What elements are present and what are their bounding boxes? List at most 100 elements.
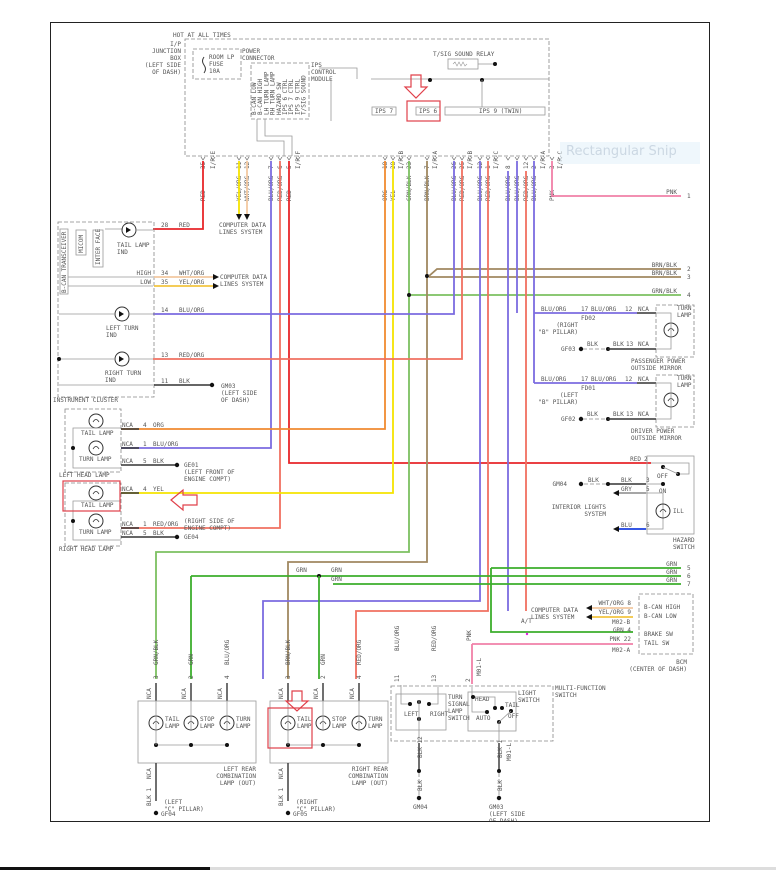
turn-right-line bbox=[429, 685, 439, 705]
interior-arrow-icon bbox=[613, 526, 619, 532]
nca-label: NCA bbox=[122, 486, 133, 493]
nca-label: NCA bbox=[122, 530, 133, 537]
pin-label: 4 bbox=[143, 422, 147, 429]
right-rear-lamp-pin-wire-label: GRN bbox=[320, 654, 327, 665]
connector-pin-icon bbox=[451, 156, 457, 161]
bcm-data-arrow-icon bbox=[586, 614, 592, 620]
mfs-top-pin: 11 bbox=[394, 674, 401, 682]
taskbar-strip bbox=[0, 867, 776, 870]
contact bbox=[493, 706, 497, 710]
left-rear-lamp-lamp-label: STOP bbox=[200, 716, 215, 723]
data-line-arrow-icon bbox=[236, 214, 242, 220]
junction-box-label: BOX bbox=[170, 55, 181, 62]
left-head-lamp-label: LEFT HEAD LAMP bbox=[59, 472, 110, 479]
right-rear-lamp-ground-icon bbox=[285, 810, 291, 816]
module-pin-label: IPS 6 CTRL bbox=[282, 78, 289, 115]
passenger-mirror-wire-mid-label: BLU/ORG bbox=[591, 306, 617, 313]
cluster-pin: 13 bbox=[161, 352, 169, 359]
connector-pin-icon bbox=[549, 156, 555, 161]
left-turn-lamp-label: TURN LAMP bbox=[79, 456, 112, 463]
right-tail-lamp-icon-filament-icon bbox=[92, 491, 100, 495]
bcm-func-label: B-CAN HIGH bbox=[644, 604, 681, 611]
driver-mirror-wire-in-label: BLU/ORG bbox=[541, 376, 567, 383]
edge-ref-wire-label: GRN bbox=[666, 569, 677, 576]
computer-data-lines-label: LINES SYSTEM bbox=[531, 614, 575, 621]
connector-pin-icon bbox=[540, 156, 546, 161]
left-rear-lamp-lamp-label: TAIL bbox=[165, 716, 180, 723]
block-label: B-CAN TRANSCEIVER bbox=[61, 231, 68, 293]
mfs-bottom-pin: BLK 1 bbox=[497, 740, 504, 758]
hazard-ill-label: ILL bbox=[673, 508, 684, 515]
low-label: LOW bbox=[140, 279, 151, 286]
left-turn-lamp-icon-filament-icon bbox=[92, 446, 100, 450]
hazard-switch-outline bbox=[646, 455, 695, 535]
mfs-bottom-wire: BLK bbox=[417, 780, 424, 791]
light-switch-label: SWITCH bbox=[518, 697, 540, 704]
left-rear-lamp-nca: NCA bbox=[146, 688, 153, 699]
passenger-mirror-pin17: 17 bbox=[581, 306, 589, 313]
mfs-bottom-wire: BLK bbox=[497, 780, 504, 791]
connector-pin-icon bbox=[398, 156, 404, 161]
bcm-wire-label: PNK 22 bbox=[609, 636, 631, 643]
off-label: OFF bbox=[508, 713, 519, 720]
instrument-cluster-outline bbox=[57, 221, 155, 398]
power-connector-label: POWER bbox=[242, 48, 260, 55]
gm04-ground-icon bbox=[416, 795, 422, 801]
hazard-switch-label: SWITCH bbox=[673, 544, 695, 551]
driver-mirror-pin13: 13 bbox=[626, 411, 634, 418]
hazard-wire-label: GRY bbox=[621, 486, 632, 493]
connector-pin-icon bbox=[277, 156, 283, 161]
lamp-splice bbox=[71, 519, 75, 523]
edge-ref-wire-label: PNK bbox=[666, 189, 677, 196]
top-pin-number: I/P-A bbox=[540, 151, 547, 169]
light-switch-label: LIGHT bbox=[518, 690, 536, 697]
left-rear-lamp-lamp-label: LAMP bbox=[236, 723, 251, 730]
wire-red-tail-ind bbox=[153, 161, 204, 230]
cluster-wire-label: BLU/ORG bbox=[179, 307, 205, 314]
passenger-mirror-pin12: 12 bbox=[625, 306, 633, 313]
power-connector-label: CONNECTOR bbox=[242, 55, 275, 62]
nca-label: NCA bbox=[122, 441, 133, 448]
driver-mirror-wire-mid-label: BLU/ORG bbox=[591, 376, 617, 383]
ips9-label: IPS 9 (TWIN) bbox=[479, 108, 522, 115]
ips-bus-splice bbox=[428, 78, 432, 82]
connector-pin-icon bbox=[493, 156, 499, 161]
wire-label: BLU/ORG bbox=[153, 441, 179, 448]
right-rear-lamp-pin-number: 3 bbox=[285, 675, 292, 679]
edge-ref-number: 7 bbox=[687, 581, 691, 588]
ips6-label: IPS 6 bbox=[419, 108, 437, 115]
wire-label: RED/ORG bbox=[153, 521, 179, 528]
light-switch-box bbox=[467, 691, 517, 732]
right-rear-lamp-lamp-label: TURN bbox=[368, 716, 383, 723]
driver-mirror-turn-lamp-label: TURN bbox=[677, 375, 692, 382]
right-tail-lamp-icon bbox=[88, 485, 104, 501]
module-internal-line bbox=[264, 119, 293, 156]
right-turn-ind-icon-diode-icon bbox=[119, 356, 124, 362]
gm03-ground-icon bbox=[496, 795, 502, 801]
driver-mirror-ground-icon bbox=[578, 416, 584, 422]
grn-label: GRN bbox=[331, 576, 342, 583]
data-line-arrow-icon bbox=[213, 274, 219, 280]
right-turn-ind-label: IND bbox=[105, 377, 116, 384]
right-turn-lamp-icon bbox=[88, 513, 104, 529]
driver-mirror-outline bbox=[655, 374, 695, 428]
passenger-mirror-blk1: BLK bbox=[587, 341, 598, 348]
connector-pin-icon bbox=[523, 156, 529, 161]
connector-pin-icon bbox=[485, 156, 491, 161]
auto-label: AUTO bbox=[476, 715, 491, 722]
left-rear-lamp-pin-number: 4 bbox=[224, 675, 231, 679]
connector-pin-icon bbox=[244, 156, 250, 161]
ge01-label: ENGINE COMPT) bbox=[184, 476, 231, 483]
lamp-splice bbox=[71, 446, 75, 450]
cluster-splice bbox=[57, 357, 61, 361]
head-label: HEAD bbox=[475, 696, 490, 703]
right-head-lamp-outline bbox=[64, 482, 122, 547]
left-rear-lamp-ground-location: "C" PILLAR) bbox=[164, 806, 204, 813]
micom-block bbox=[75, 229, 87, 256]
grn-label: GRN bbox=[331, 567, 342, 574]
left-rear-lamp-name-label: LAMP (OUT) bbox=[220, 780, 256, 787]
gm03-mfs-label: GM03 bbox=[489, 804, 504, 811]
left-rear-lamp-pin-wire-label: GRN/BLK bbox=[153, 639, 160, 665]
interior-arrow-icon bbox=[613, 490, 619, 496]
edge-ref-wire-label: GRN bbox=[666, 577, 677, 584]
